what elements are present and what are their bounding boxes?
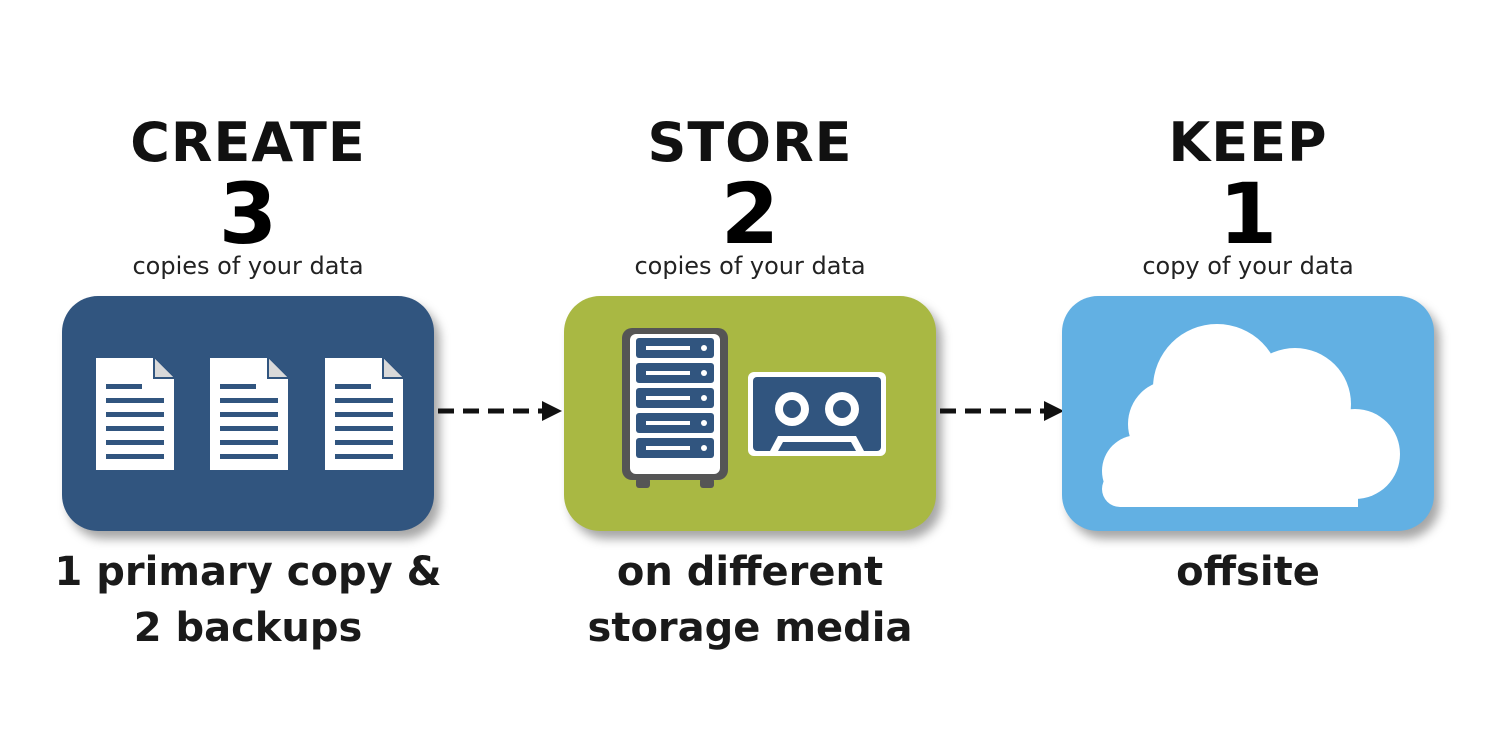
step-verb: KEEP [1168, 111, 1328, 174]
step-create: CREATE 3 copies of your data [48, 0, 448, 750]
document-icon [325, 358, 403, 470]
cloud-icon [1102, 324, 1400, 507]
step-keep: KEEP 1 copy of your data offsite [1048, 0, 1448, 750]
step-verb: CREATE [130, 111, 366, 174]
description-line: 2 backups [133, 605, 363, 651]
document-icon [210, 358, 288, 470]
step-description: 1 primary copy & 2 backups [28, 544, 468, 656]
description-line: 1 primary copy & [54, 549, 442, 595]
description-line: on different [616, 549, 884, 595]
step-caption: copies of your data [132, 252, 364, 280]
tape-cassette-icon [748, 372, 886, 456]
step-number: 2 [720, 165, 780, 263]
step-number: 1 [1218, 165, 1278, 263]
step-verb: STORE [647, 111, 853, 174]
step-store: STORE 2 copies of your data [550, 0, 950, 750]
step-number: 3 [218, 165, 278, 263]
step-caption: copy of your data [1142, 252, 1354, 280]
document-icon [96, 358, 174, 470]
step-description: offsite [1028, 544, 1468, 600]
server-icon [622, 328, 728, 488]
dashed-arrow-icon [940, 401, 1064, 421]
description-line: offsite [1176, 549, 1320, 595]
description-line: storage media [587, 605, 913, 651]
dashed-arrow-icon [438, 401, 562, 421]
step-description: on different storage media [530, 544, 970, 656]
step-caption: copies of your data [634, 252, 866, 280]
store-box [564, 296, 936, 531]
create-box [62, 296, 434, 531]
keep-box [1062, 296, 1434, 531]
